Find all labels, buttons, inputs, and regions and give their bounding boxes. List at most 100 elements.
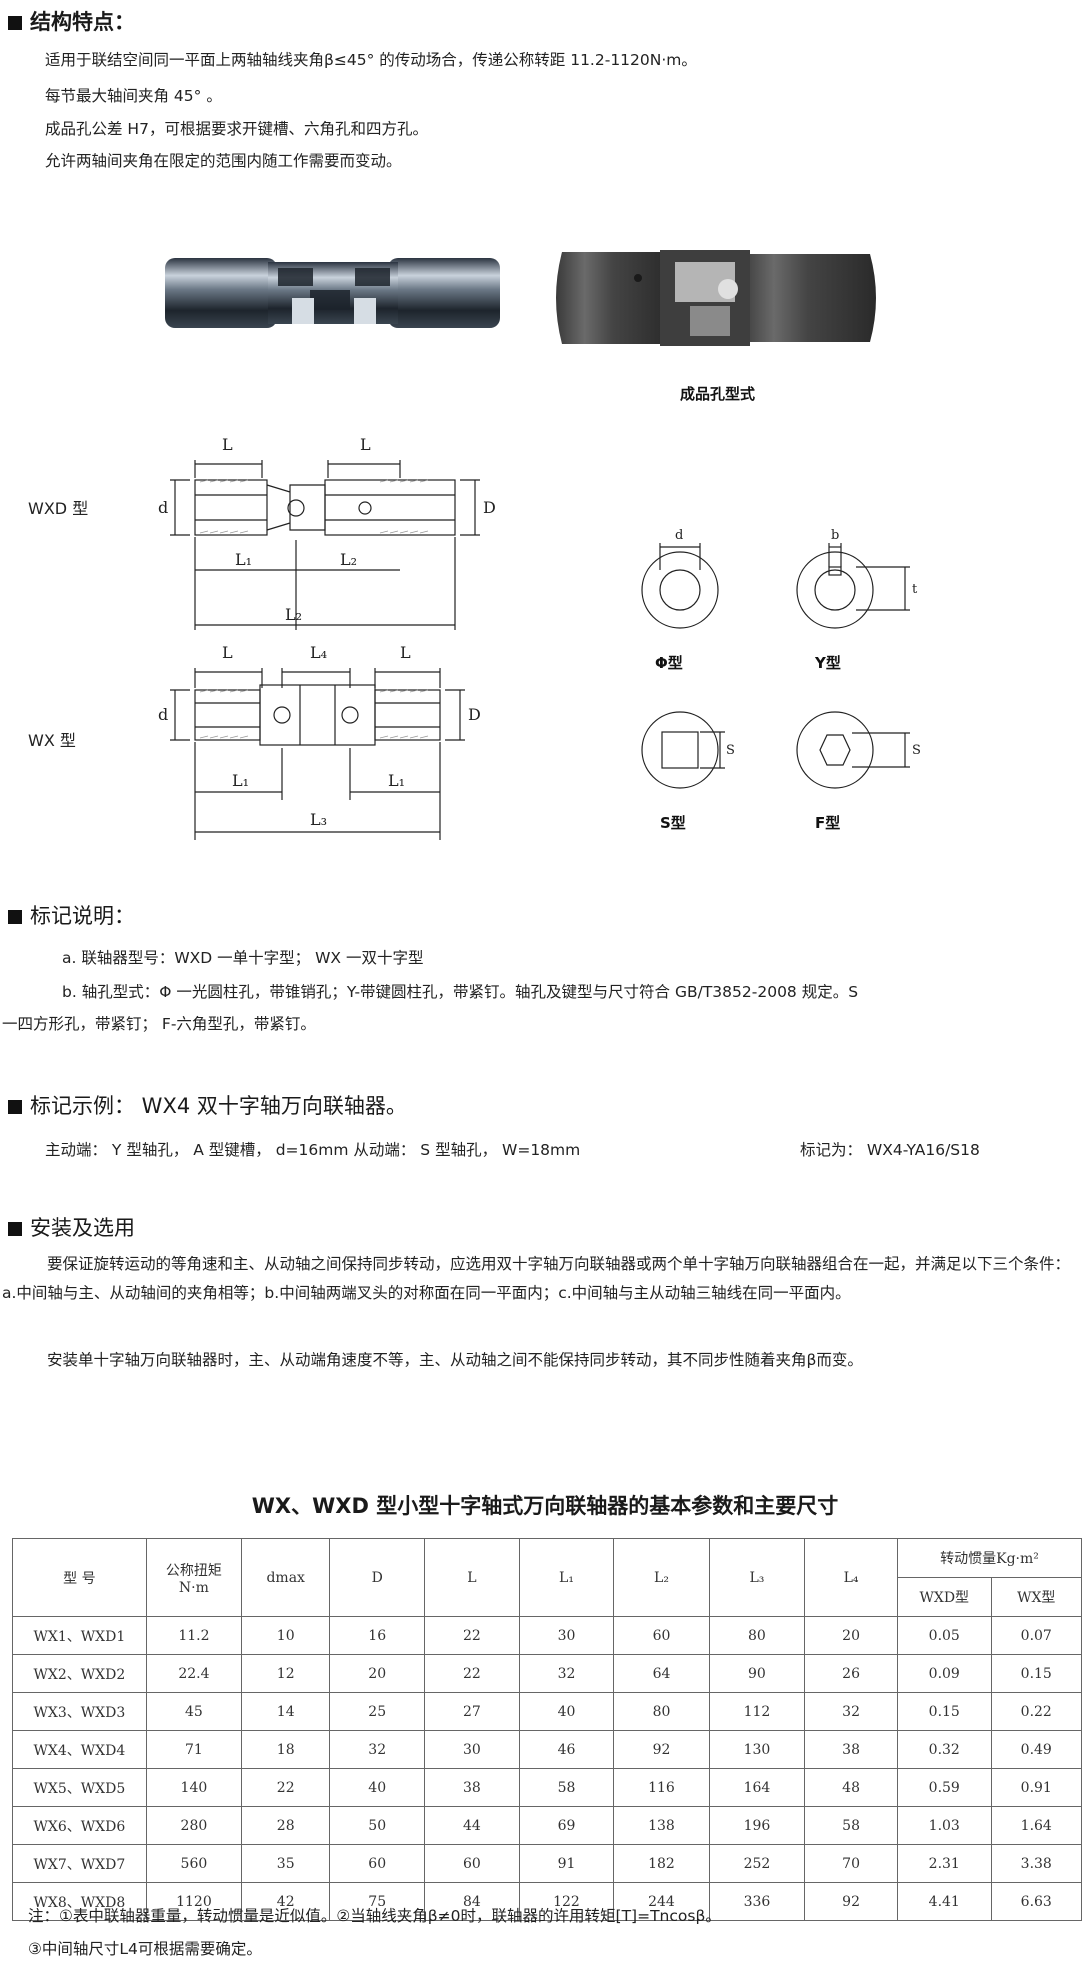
table-cell: 140 [145, 1768, 243, 1807]
marking-title: 标记说明： [8, 900, 135, 930]
table-cell: 112 [708, 1692, 806, 1731]
table-cell: WX7、WXD7 [12, 1844, 147, 1883]
table-cell: 40 [518, 1692, 615, 1731]
wx-middle-section [259, 684, 376, 746]
y-type-label: Y型 [815, 654, 841, 672]
table-cell: 60 [329, 1844, 426, 1883]
header-L4: L₄ [804, 1538, 899, 1617]
table-cell: 0.15 [897, 1692, 992, 1731]
wx-right-hub [374, 689, 441, 741]
table-cell: 27 [424, 1692, 520, 1731]
install-title: 安装及选用 [8, 1212, 135, 1242]
dim-s-s: S [726, 743, 735, 758]
table-cell: 45 [145, 1692, 243, 1731]
table-cell: 1.03 [897, 1806, 992, 1845]
table-cell: 0.09 [897, 1654, 992, 1693]
table-cell: 38 [424, 1768, 520, 1807]
finished-bore-photo [556, 250, 876, 346]
table-cell: 4.41 [897, 1882, 992, 1921]
coupling-drawings: L L L₁ L₂ L₂ d D L L₄ L L₁ L₁ L₃ d D [158, 435, 496, 840]
table-cell: 244 [613, 1882, 710, 1921]
table-cell: WX2、WXD2 [12, 1654, 147, 1693]
table-cell: 16 [329, 1616, 426, 1655]
table-cell: 32 [804, 1692, 899, 1731]
table-cell: 71 [145, 1730, 243, 1769]
table-cell: 3.38 [990, 1844, 1083, 1883]
header-L1: L₁ [518, 1538, 615, 1617]
structure-line-3: 成品孔公差 H7，可根据要求开键槽、六角孔和四方孔。 [45, 120, 428, 138]
install-title-text: 安装及选用 [30, 1216, 135, 1240]
table-cell: 48 [804, 1768, 899, 1807]
header-wxd: WXD型 [897, 1577, 992, 1617]
table-cell: 560 [145, 1844, 243, 1883]
wx-type-label: WX 型 [28, 731, 76, 750]
table-cell: 40 [329, 1768, 426, 1807]
dim-l2-wxd: L₂ [340, 550, 357, 569]
table-cell: 22 [241, 1768, 331, 1807]
example-title-text: 标记示例： WX4 双十字轴万向联轴器。 [30, 1094, 407, 1118]
table-cell: 22 [424, 1654, 520, 1693]
table-cell: WX4、WXD4 [12, 1730, 147, 1769]
table-cell: 1120 [145, 1882, 243, 1921]
note-line-1: 注：①表中联轴器重量，转动惯量是近似值。②当轴线夹角β≠0时，联轴器的许用转矩[… [28, 1907, 721, 1925]
header-model-text: 型 号 [63, 1570, 96, 1587]
header-torque-unit: N·m [178, 1579, 209, 1596]
dim-l-wxd-left: L [222, 435, 233, 454]
table-cell: 42 [241, 1882, 331, 1921]
structure-line-4: 允许两轴间夹角在限定的范围内随工作需要而变动。 [45, 152, 402, 170]
table-cell: 116 [613, 1768, 710, 1807]
wxd-left-hub [194, 479, 268, 536]
table-cell: 90 [708, 1654, 806, 1693]
photo-caption: 成品孔型式 [680, 385, 756, 403]
dim-t-y: t [912, 582, 918, 597]
structure-title-text: 结构特点： [30, 10, 135, 34]
dim-l-wxd-right: L [360, 435, 371, 454]
example-mark-line: 标记为： WX4-YA16/S18 [800, 1141, 980, 1159]
install-paragraph-1: 要保证旋转运动的等角速和主、从动轴之间保持同步转动，应选用双十字轴万向联轴器或两… [2, 1255, 1071, 1302]
header-model: 型 号 [12, 1538, 147, 1617]
square-bullet-icon [8, 910, 22, 924]
table-cell: 0.05 [897, 1616, 992, 1655]
table-cell: 38 [804, 1730, 899, 1769]
table-cell: 58 [804, 1806, 899, 1845]
table-cell: 60 [613, 1616, 710, 1655]
table-cell: 2.31 [897, 1844, 992, 1883]
f-type-label: F型 [815, 814, 841, 832]
dim-l4-wx: L₄ [310, 643, 327, 662]
table-cell: 280 [145, 1806, 243, 1845]
double-joint-photo [165, 258, 500, 328]
table-cell: 60 [424, 1844, 520, 1883]
table-cell: 0.22 [990, 1692, 1083, 1731]
table-cell: 1.64 [990, 1806, 1083, 1845]
table-cell: 91 [518, 1844, 615, 1883]
phi-bore-icon [641, 543, 719, 629]
wxd-right-hub [324, 479, 456, 536]
header-wx: WX型 [990, 1577, 1083, 1617]
table-cell: 84 [424, 1882, 520, 1921]
table-cell: 0.15 [990, 1654, 1083, 1693]
square-bullet-icon [8, 16, 22, 30]
dim-l1-wx-left: L₁ [232, 771, 249, 790]
table-cell: 18 [241, 1730, 331, 1769]
dim-D-wxd: D [483, 498, 496, 517]
table-cell: 69 [518, 1806, 615, 1845]
header-dmax: dmax [241, 1538, 331, 1617]
table-cell: 164 [708, 1768, 806, 1807]
table-cell: 35 [241, 1844, 331, 1883]
f-bore-icon [796, 711, 910, 789]
table-cell: 20 [329, 1654, 426, 1693]
dim-s-f: S [912, 743, 921, 758]
structure-title: 结构特点： [8, 6, 135, 36]
table-cell: 6.63 [990, 1882, 1083, 1921]
dim-l3-wx: L₃ [310, 810, 327, 829]
marking-line-b2: 一四方形孔，带紧钉； F-六角型孔，带紧钉。 [2, 1015, 316, 1033]
table-cell: 182 [613, 1844, 710, 1883]
table-cell: 46 [518, 1730, 615, 1769]
